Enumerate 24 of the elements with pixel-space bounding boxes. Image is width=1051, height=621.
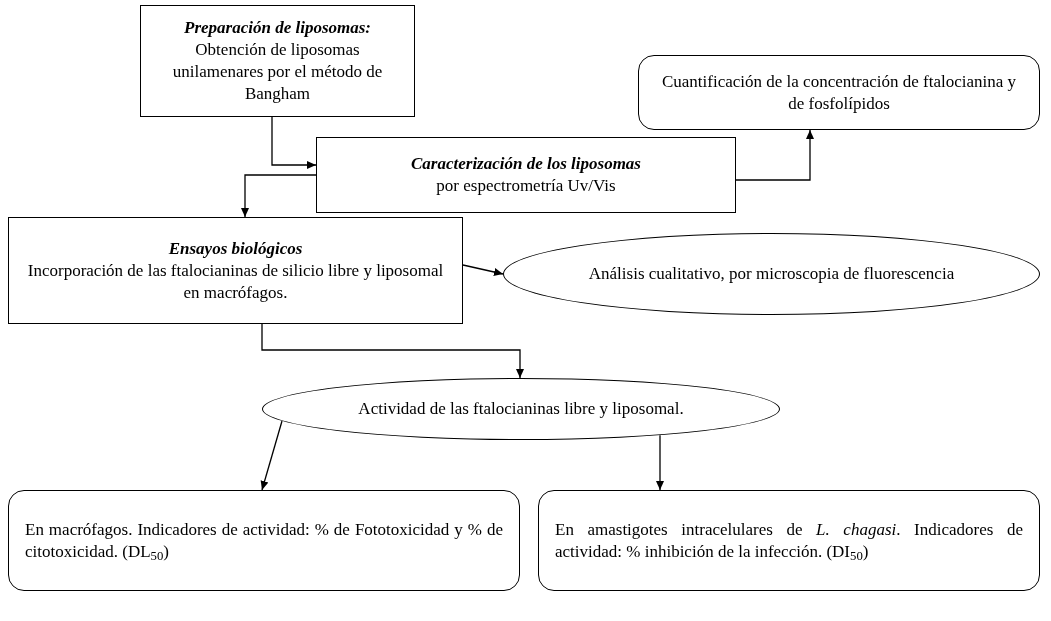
box-text: Obtención de liposomas unilamenares por el método de Bangham [171,39,384,105]
arrow [271,116,317,169]
box-heading: Ensayos biológicos [168,237,303,260]
box-text: Cuantificación de la concentración de ftalocianina y de fosfolípidos [661,70,1017,115]
box-text: Análisis cualitativo, por microscopia de fluorescencia [588,263,955,285]
box-heading: Preparación de liposomas: [184,17,371,39]
box-text: En amastigotes intracelulares de L. chagasi. Indicadores de actividad: % inhibición de la infección. (DI$_{50}$) [555,518,1023,563]
arrow [260,420,283,491]
process-box [8,217,463,324]
arrow [462,264,504,276]
box-text: por espectrometría Uv/Vis [436,175,616,197]
arrow [261,323,524,379]
box-heading: Caracterización de los liposomas [411,153,641,175]
rounded-box [538,490,1040,591]
process-box [140,5,415,117]
box-text: Incorporación de las ftalocianinas de silicio libre y liposomal en macrófagos. [26,259,445,304]
box-text: En macrófagos. Indicadores de actividad: % de Fototoxicidad y % de citotoxicidad. (DL$_{50}$) [25,518,503,563]
process-box [316,137,736,213]
arrow [656,434,664,491]
rounded-box [638,55,1040,130]
arrow [735,129,814,181]
arrow [241,174,317,218]
box-text: Actividad de las ftalocianinas libre y liposomal. [358,398,684,420]
rounded-box [8,490,520,591]
